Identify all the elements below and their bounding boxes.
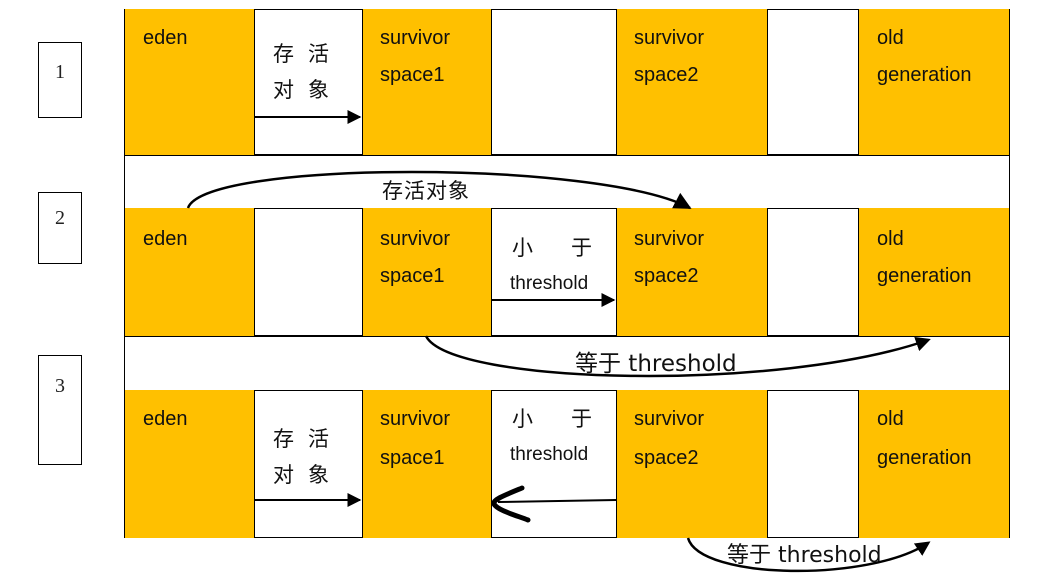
step-1-box: 1 [38,42,82,118]
row-2-survivor-space1 [362,208,492,336]
row-2-eden-to-space2-arrow [186,170,692,210]
row-2-equal-threshold-label: 等于 threshold [575,351,737,377]
row-3-live-label-line2: 对象 [273,463,343,487]
row-3-old-label-line1: old [877,408,904,430]
row-2-threshold-label: threshold [510,273,589,294]
row-2-space2-label-line1: survivor [634,228,705,250]
row-3-eden [124,390,255,538]
row-2-space1-to-old-arrow [424,335,931,378]
row-3-live-label-line1: 存活 [273,427,343,451]
row-2-old-label-line2: generation [877,265,972,287]
row-1-old-label-line2: generation [877,64,972,86]
step-3-box: 3 [38,355,82,465]
row-3-survivor-space2 [616,390,768,538]
row-3-threshold-label: threshold [510,444,589,465]
live-objects-label: 存活对象 [382,179,470,203]
row-2-old-generation [858,208,1010,336]
row-3-survivor-space1 [362,390,492,538]
row-2-eden [124,208,255,336]
row-1-space1-label-line1: survivor [380,27,451,49]
step-1-label: 1 [55,60,65,83]
row-1-space2-label-line1: survivor [634,27,705,49]
row-3-space1-label-line2: space1 [380,447,445,469]
step-2-box: 2 [38,192,82,264]
step-3-label: 3 [55,374,65,397]
row-1-eden-label: eden [143,27,188,49]
row-2-less-than-label: 小于 [512,236,630,260]
row-3-space2-label-line1: survivor [634,408,705,430]
row-2-space1-label-line1: survivor [380,228,451,250]
row-1-space1-label-line2: space1 [380,64,445,86]
row-3-space1-label-line1: survivor [380,408,451,430]
row-1-old-label-line1: old [877,27,904,49]
row-1-live-label-line2: 对象 [273,78,343,102]
row-1-eden [124,9,255,155]
row-1-old-generation [858,9,1010,155]
row-1-live-label-line1: 存活 [273,42,343,66]
row-2-space2-label-line2: space2 [634,265,699,287]
row-2-survivor-space2 [616,208,768,336]
row-3-space2-to-space1-arrow [497,499,617,503]
row-3-old-generation [858,390,1010,538]
row-3-space2-to-old-arrow [686,537,931,573]
row-2-eden-label: eden [143,228,188,250]
row-3-eden-label: eden [143,408,188,430]
row-2-old-label-line1: old [877,228,904,250]
step-2-label: 2 [55,206,65,229]
row-3-equal-threshold-label: 等于 threshold [727,543,882,568]
row-3-old-label-line2: generation [877,447,972,469]
row-1-survivor-space1 [362,9,492,155]
row-3-handwritten-arrowhead [491,485,531,523]
row-1-space2-label-line2: space2 [634,64,699,86]
row-2-space1-label-line2: space1 [380,265,445,287]
row-3-less-than-label: 小于 [512,407,630,431]
row-3-space2-label-line2: space2 [634,447,699,469]
row-1-survivor-space2 [616,9,768,155]
